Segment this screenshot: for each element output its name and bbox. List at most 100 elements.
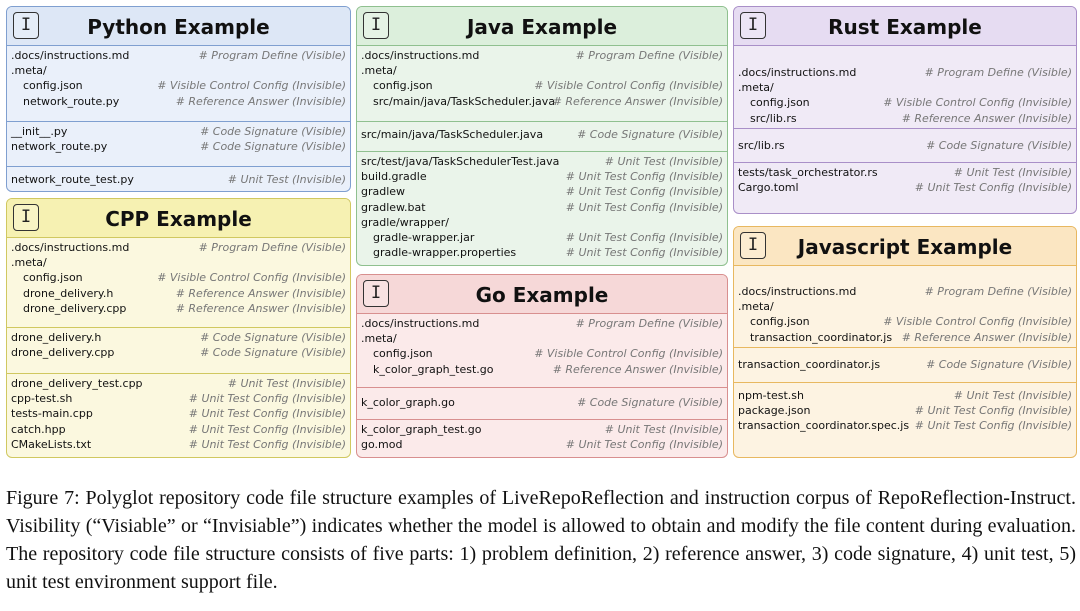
file-comment: # Unit Test Config (Invisible) — [565, 246, 723, 260]
file-row: k_color_graph_test.go # Reference Answer … — [357, 362, 727, 377]
go-section-signature: k_color_graph.go # Code Signature (Visibl… — [357, 387, 727, 410]
file-row: __init__.py# Code Signature (Visible) — [7, 124, 350, 139]
file-comment: # Unit Test Config (Invisible) — [565, 438, 723, 452]
python-section-signature: __init__.py# Code Signature (Visible) ne… — [7, 121, 350, 154]
file-comment: # Unit Test Config (Invisible) — [565, 230, 723, 244]
file-comment: # Program Define (Visible) — [924, 66, 1072, 79]
document-icon: I — [13, 12, 39, 39]
file-row: go.mod# Unit Test Config (Invisible) — [357, 437, 727, 452]
go-card-header: I Go Example — [357, 275, 727, 313]
file-row: config.json# Visible Control Config (Inv… — [7, 78, 350, 93]
file-comment: # Unit Test Config (Invisible) — [565, 185, 723, 199]
file-comment: # Code Signature (Visible) — [577, 396, 723, 409]
file-name: config.json — [750, 315, 810, 329]
file-name: transaction_coordinator.js — [738, 358, 881, 371]
java-example-card: I Java Example .docs/instructions.md# Pr… — [356, 6, 728, 266]
file-comment: # Unit Test (Invisible) — [604, 155, 723, 168]
file-name: src/main/java/TaskScheduler.java — [361, 128, 544, 141]
file-comment: # Code Signature (Visible) — [926, 358, 1072, 371]
file-name: .meta/ — [361, 332, 397, 346]
file-comment: # Unit Test (Invisible) — [953, 166, 1072, 179]
file-name: gradle/wrapper/ — [361, 215, 449, 229]
file-name: k_color_graph.go — [361, 396, 455, 409]
file-comment: # Reference Answer (Invisible) — [901, 111, 1072, 125]
cpp-example-card: I CPP Example .docs/instructions.md# Pro… — [6, 198, 351, 458]
file-name: .meta/ — [361, 64, 397, 78]
file-name: .docs/instructions.md — [11, 49, 130, 62]
file-row: drone_delivery.cpp# Reference Answer (In… — [7, 301, 350, 316]
file-comment: # Unit Test Config (Invisible) — [188, 422, 346, 436]
file-name: Cargo.toml — [738, 181, 799, 195]
file-comment: # Reference Answer (Invisible) — [175, 286, 346, 300]
file-name: gradle-wrapper.jar — [373, 230, 475, 244]
file-comment: # Unit Test Config (Invisible) — [188, 392, 346, 406]
file-name: build.gradle — [361, 170, 427, 184]
file-row: build.gradle# Unit Test Config (Invisibl… — [357, 169, 727, 184]
file-name: src/test/java/TaskSchedulerTest.java — [361, 155, 560, 168]
file-row: src/lib.rs# Code Signature (Visible) — [734, 138, 1076, 153]
rust-section-tests: tests/task_orchestrator.rs # Unit Test (I… — [734, 162, 1076, 195]
file-row: drone_delivery.h# Reference Answer (Invi… — [7, 286, 350, 301]
file-name: src/main/java/TaskScheduler.java — [373, 94, 556, 108]
file-comment: # Reference Answer (Invisible) — [552, 362, 723, 376]
file-name: .meta/ — [11, 256, 47, 270]
file-name: .meta/ — [738, 81, 774, 95]
file-comment: # Unit Test Config (Invisible) — [188, 407, 346, 421]
file-row: config.json# Visible Control Config (Inv… — [7, 270, 350, 285]
file-name: cpp-test.sh — [11, 392, 73, 406]
file-row: transaction_coordinator.spec.js# Unit Te… — [734, 418, 1076, 433]
rust-example-card: I Rust Example .docs/instructions.md# Pr… — [733, 6, 1077, 214]
java-card-header: I Java Example — [357, 7, 727, 45]
cpp-section-definition: .docs/instructions.md# Program Define (V… — [7, 237, 350, 316]
file-comment: # Program Define (Visible) — [924, 285, 1072, 298]
cpp-section-signature: drone_delivery.h# Code Signature (Visibl… — [7, 327, 350, 360]
file-row: package.json# Unit Test Config (Invisibl… — [734, 403, 1076, 418]
file-comment: # Unit Test (Invisible) — [227, 173, 346, 186]
file-row: .docs/instructions.md# Program Define (V… — [734, 65, 1076, 80]
figure-caption: Figure 7: Polyglot repository code file … — [6, 487, 1076, 593]
file-row: gradlew# Unit Test Config (Invisible) — [357, 184, 727, 199]
file-name: k_color_graph_test.go — [373, 362, 494, 376]
go-section-definition: .docs/instructions.md# Program Define (V… — [357, 313, 727, 377]
file-comment: # Unit Test Config (Invisible) — [565, 200, 723, 214]
file-name: drone_delivery.h — [11, 331, 102, 344]
file-comment: # Unit Test (Invisible) — [604, 423, 723, 436]
file-row: network_route.py# Code Signature (Visibl… — [7, 139, 350, 154]
file-comment: # Code Signature (Visible) — [200, 125, 346, 138]
java-card-title: Java Example — [466, 15, 618, 39]
file-name: npm-test.sh — [738, 389, 804, 402]
file-name: config.json — [23, 79, 83, 93]
file-name: drone_delivery.cpp — [23, 301, 127, 315]
python-example-card: I Python Example .docs/instructions.md# … — [6, 6, 351, 192]
file-row: .meta/ — [7, 255, 350, 270]
file-row: transaction_coordinator.js # Reference An… — [734, 330, 1076, 345]
java-section-definition: .docs/instructions.md# Program Define (V… — [357, 45, 727, 109]
javascript-section-tests: npm-test.sh# Unit Test (Invisible) packa… — [734, 382, 1076, 434]
file-row: CMakeLists.txt# Unit Test Config (Invisi… — [7, 437, 350, 452]
file-name: transaction_coordinator.js — [750, 330, 893, 344]
file-name: .meta/ — [11, 64, 47, 78]
file-row: k_color_graph_test.go# Unit Test (Invisi… — [357, 422, 727, 437]
file-row: .meta/ — [734, 299, 1076, 314]
file-comment: # Reference Answer (Invisible) — [175, 94, 346, 108]
file-row: npm-test.sh# Unit Test (Invisible) — [734, 388, 1076, 403]
file-comment: # Unit Test Config (Invisible) — [188, 437, 346, 451]
file-row: gradle/wrapper/ — [357, 215, 727, 230]
python-section-definition: .docs/instructions.md# Program Define (V… — [7, 45, 350, 109]
file-row: .docs/instructions.md# Program Define (V… — [357, 316, 727, 331]
file-row: transaction_coordinator.js # Code Signatu… — [734, 357, 1076, 372]
javascript-card-title: Javascript Example — [797, 235, 1013, 259]
file-comment: # Visible Control Config (Invisible) — [534, 347, 723, 361]
file-name: config.json — [750, 96, 810, 110]
file-name: src/lib.rs — [750, 111, 797, 125]
file-row: .docs/instructions.md# Program Define (V… — [7, 48, 350, 63]
file-comment: # Reference Answer (Invisible) — [901, 330, 1072, 344]
file-row: .docs/instructions.md# Program Define (V… — [357, 48, 727, 63]
file-name: .docs/instructions.md — [361, 317, 480, 330]
python-section-tests: network_route_test.py# Unit Test (Invisi… — [7, 166, 350, 187]
rust-section-definition: .docs/instructions.md# Program Define (V… — [734, 45, 1076, 126]
file-name: tests/task_orchestrator.rs — [738, 166, 878, 179]
file-comment: # Code Signature (Visible) — [577, 128, 723, 141]
file-row: catch.hpp# Unit Test Config (Invisible) — [7, 422, 350, 437]
go-card-title: Go Example — [475, 283, 609, 307]
